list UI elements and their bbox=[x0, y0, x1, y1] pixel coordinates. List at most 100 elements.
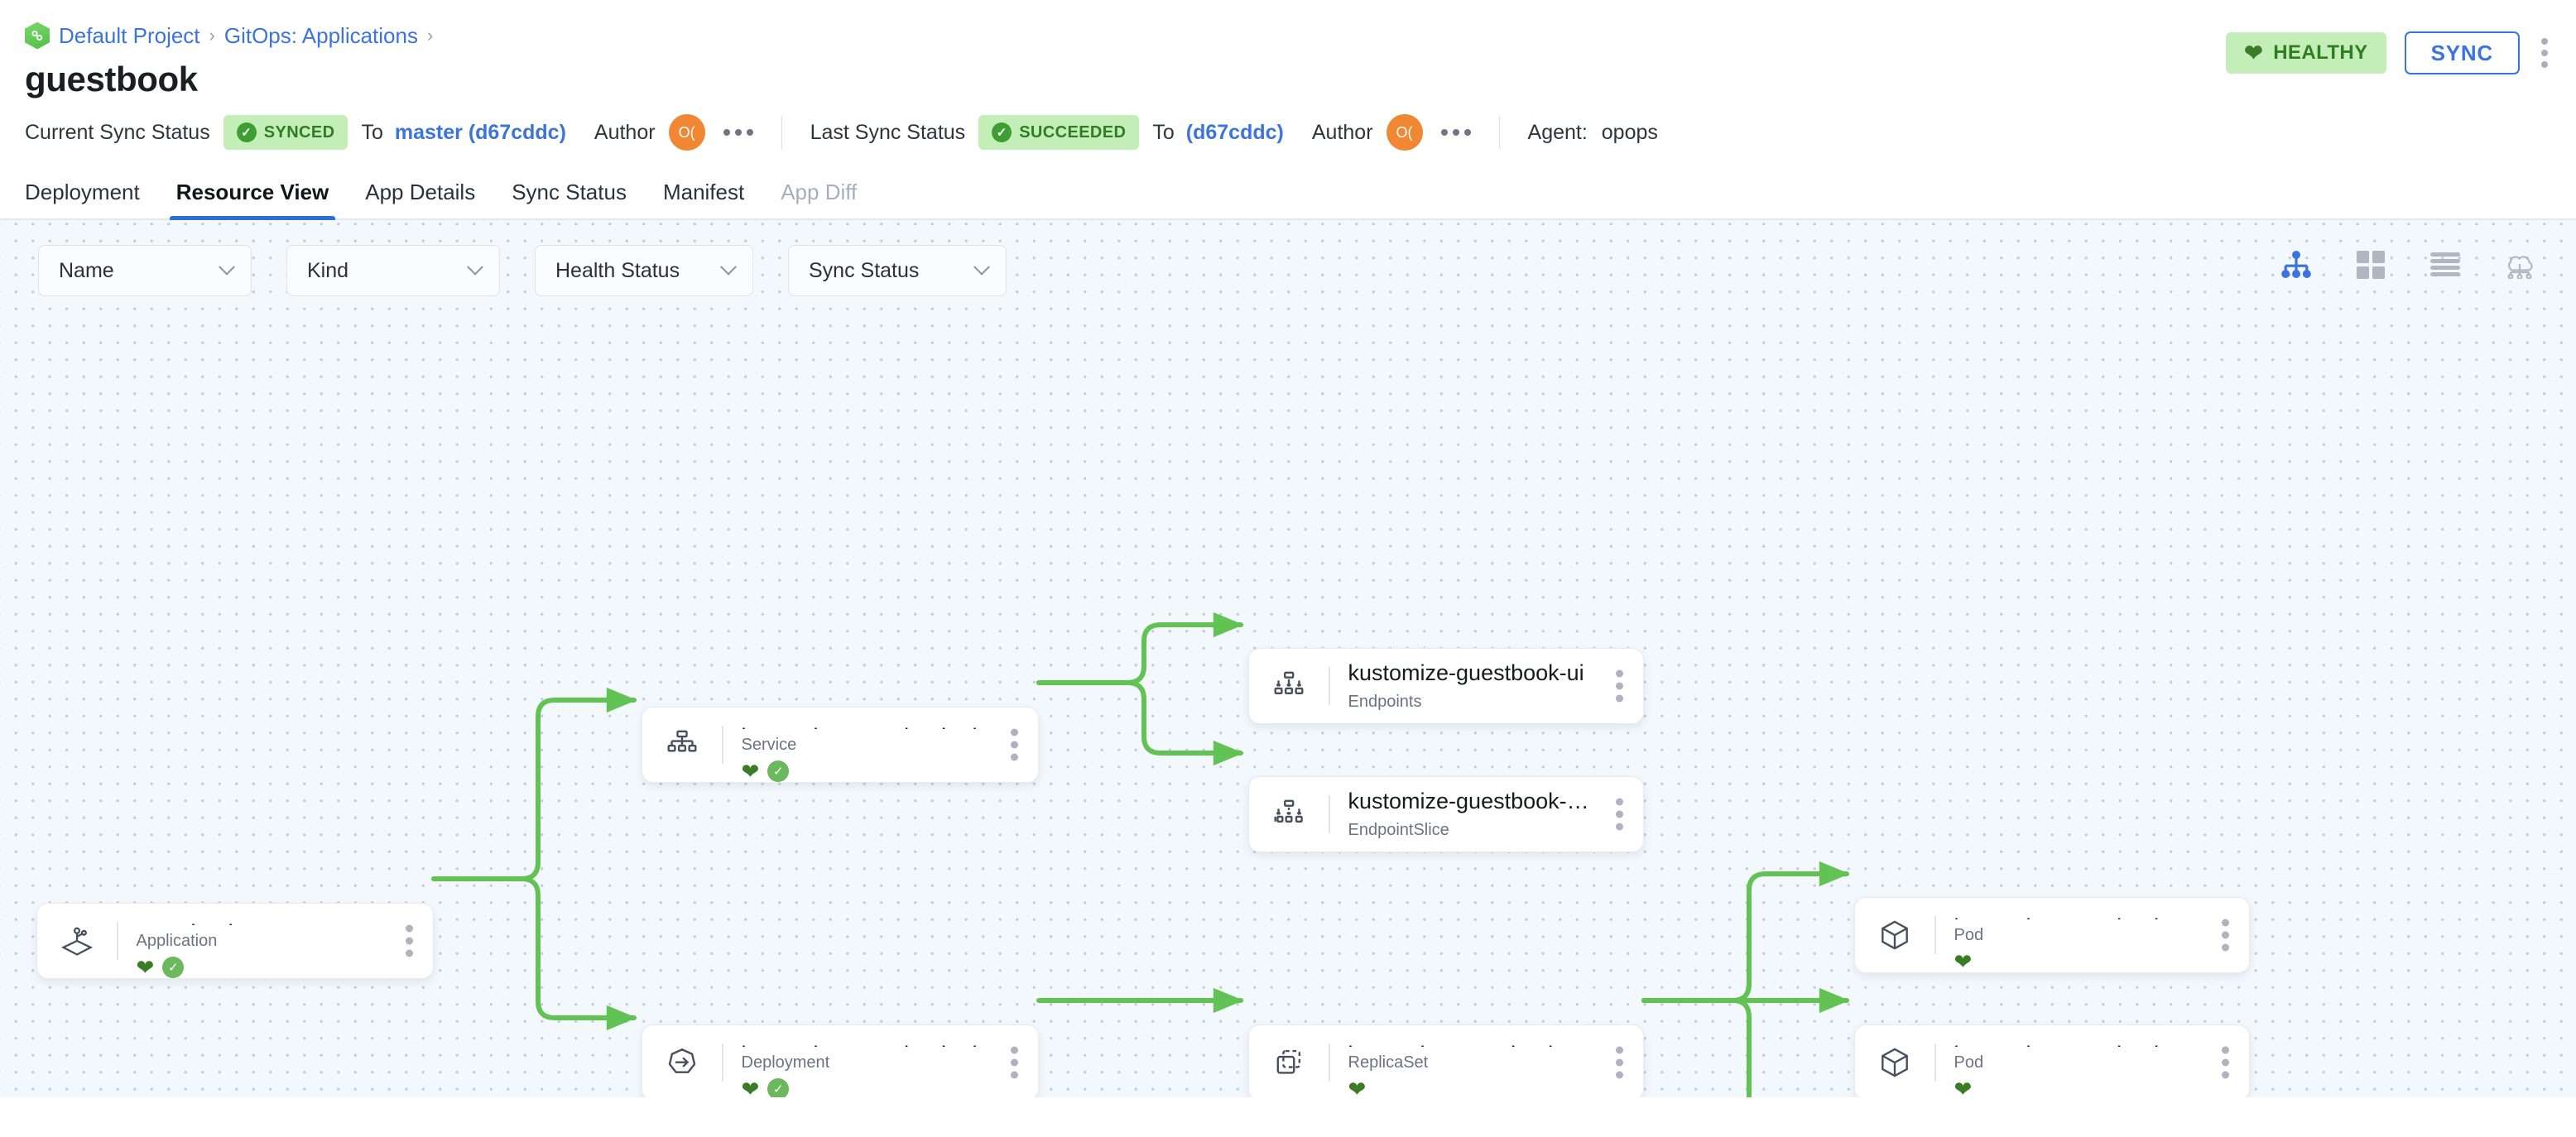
grid-view-icon[interactable] bbox=[2353, 247, 2389, 283]
last-sync-status-chip: ✓ SUCCEEDED bbox=[978, 115, 1140, 150]
heart-icon: ❤ bbox=[1348, 1077, 1367, 1097]
last-revision-link[interactable]: (d67cddc) bbox=[1185, 120, 1284, 144]
status-divider-1 bbox=[781, 116, 782, 149]
tab-deployment[interactable]: Deployment bbox=[25, 180, 140, 204]
graph-node-pod-1[interactable]: kustomize-guestbook-ui-… Pod ❤ bbox=[1854, 897, 2250, 973]
breadcrumb-item-default-project[interactable]: Default Project bbox=[59, 22, 200, 48]
node-body: kustomize-guestbook-ui-… Pod ❤ bbox=[1936, 898, 2250, 972]
service-icon bbox=[642, 708, 722, 782]
last-author-label: Author bbox=[1311, 120, 1373, 144]
breadcrumb-separator-2: › bbox=[426, 25, 434, 46]
node-divider bbox=[1329, 795, 1330, 833]
node-menu-icon[interactable] bbox=[2222, 1046, 2229, 1079]
node-divider bbox=[722, 1043, 723, 1082]
page-header: Default Project › GitOps: Applications ›… bbox=[0, 0, 2576, 99]
node-badges: ❤ bbox=[1954, 1078, 2250, 1097]
sync-check-icon: ✓ bbox=[767, 1078, 790, 1097]
graph-node-application[interactable]: guestbook Application ❤ ✓ bbox=[36, 903, 434, 979]
pod-icon bbox=[1855, 1025, 1934, 1097]
tab-sync-status[interactable]: Sync Status bbox=[512, 180, 627, 204]
node-body: kustomize-guestbook-ui-… Pod ❤ bbox=[1936, 1025, 2250, 1097]
tab-manifest[interactable]: Manifest bbox=[662, 180, 745, 204]
page-title: guestbook bbox=[25, 60, 198, 98]
chevron-down-icon bbox=[219, 258, 235, 276]
node-body: kustomize-guestbook-ui-… EndpointSlice bbox=[1330, 777, 1644, 852]
breadcrumb: Default Project › GitOps: Applications › bbox=[25, 22, 2540, 50]
node-kind: Pod bbox=[1954, 926, 1984, 944]
breadcrumb-separator: › bbox=[209, 25, 215, 46]
heart-icon: ❤ bbox=[1954, 949, 1973, 973]
graph-node-endpointslice[interactable]: kustomize-guestbook-ui-… EndpointSlice bbox=[1248, 776, 1644, 852]
header-actions: ❤ HEALTHY SYNC bbox=[2226, 31, 2551, 74]
node-menu-icon[interactable] bbox=[1616, 1046, 1623, 1079]
sync-button[interactable]: SYNC bbox=[2404, 31, 2520, 74]
current-sync-status-value: SYNCED bbox=[263, 122, 335, 142]
sync-check-icon: ✓ bbox=[162, 957, 185, 978]
node-body: kustomize-guestbook-ui Service ❤ ✓ bbox=[723, 708, 1039, 782]
node-menu-icon[interactable] bbox=[2222, 919, 2229, 952]
chevron-down-icon bbox=[467, 258, 483, 276]
endpointslice-icon bbox=[1249, 777, 1329, 852]
filter-health-status[interactable]: Health Status bbox=[535, 245, 753, 296]
app-overflow-menu-icon[interactable] bbox=[2538, 35, 2551, 71]
endpoints-icon bbox=[1249, 649, 1329, 723]
current-sync-status-chip: ✓ SYNCED bbox=[223, 115, 348, 150]
last-sync-status-label: Last Sync Status bbox=[810, 120, 966, 144]
heart-icon: ❤ bbox=[2244, 40, 2264, 65]
last-author-avatar: O( bbox=[1386, 114, 1423, 151]
tree-view-icon[interactable] bbox=[2278, 247, 2314, 283]
graph-node-replicaset[interactable]: kustomize-guestbook-ui-… ReplicaSet ❤ bbox=[1248, 1024, 1644, 1097]
current-author-label: Author bbox=[594, 120, 656, 144]
node-menu-icon[interactable] bbox=[406, 924, 413, 957]
heart-icon: ❤ bbox=[741, 759, 760, 783]
tab-app-details[interactable]: App Details bbox=[365, 180, 476, 204]
deployment-icon bbox=[642, 1025, 722, 1097]
graph-node-service[interactable]: kustomize-guestbook-ui Service ❤ ✓ bbox=[642, 707, 1039, 783]
resource-graph-canvas[interactable]: Name Kind Health Status Sync Status bbox=[0, 220, 2576, 1097]
node-divider bbox=[722, 726, 723, 764]
filter-bar: Name Kind Health Status Sync Status bbox=[38, 245, 1007, 296]
graph-node-endpoints[interactable]: kustomize-guestbook-ui Endpoints bbox=[1248, 648, 1644, 724]
node-kind: ReplicaSet bbox=[1348, 1053, 1429, 1072]
last-sync-more-icon[interactable] bbox=[1440, 129, 1471, 136]
status-bar: Current Sync Status ✓ SYNCED To master (… bbox=[0, 99, 2576, 169]
filter-sync-status[interactable]: Sync Status bbox=[788, 245, 1007, 296]
node-badges: ❤ bbox=[1954, 951, 2250, 972]
network-view-icon[interactable] bbox=[2502, 247, 2538, 283]
pod-icon bbox=[1855, 898, 1934, 972]
node-title: kustomize-guestbook-ui bbox=[742, 1042, 1039, 1047]
node-kind: Endpoints bbox=[1348, 693, 1422, 712]
filter-name[interactable]: Name bbox=[38, 245, 252, 296]
node-badges: ❤ ✓ bbox=[137, 957, 434, 978]
node-menu-icon[interactable] bbox=[1011, 728, 1018, 761]
list-view-icon[interactable] bbox=[2427, 247, 2463, 283]
node-title: kustomize-guestbook-ui-… bbox=[1954, 1042, 2250, 1047]
health-status-label: HEALTHY bbox=[2273, 41, 2368, 64]
node-divider bbox=[117, 922, 118, 960]
node-menu-icon[interactable] bbox=[1011, 1046, 1018, 1079]
heart-icon: ❤ bbox=[136, 955, 155, 979]
chevron-down-icon bbox=[720, 258, 737, 276]
node-badges: ❤ ✓ bbox=[742, 1078, 1039, 1097]
node-body: kustomize-guestbook-ui Endpoints bbox=[1330, 649, 1644, 723]
last-sync-status-value: SUCCEEDED bbox=[1019, 122, 1127, 142]
graph-node-deployment[interactable]: kustomize-guestbook-ui Deployment ❤ ✓ bbox=[642, 1024, 1039, 1097]
filter-kind-label: Kind bbox=[307, 258, 349, 282]
current-revision-link[interactable]: master (d67cddc) bbox=[394, 120, 566, 144]
node-divider bbox=[1934, 916, 1936, 954]
argo-logo-icon bbox=[25, 22, 50, 50]
node-badges: ❤ ✓ bbox=[742, 760, 1039, 782]
graph-node-pod-2[interactable]: kustomize-guestbook-ui-… Pod ❤ bbox=[1854, 1024, 2250, 1097]
node-kind: Application bbox=[136, 932, 218, 950]
breadcrumb-item-gitops-applications[interactable]: GitOps: Applications bbox=[223, 22, 418, 48]
filter-name-label: Name bbox=[59, 258, 114, 282]
health-status-badge: ❤ HEALTHY bbox=[2226, 32, 2386, 74]
current-sync-more-icon[interactable] bbox=[723, 129, 753, 136]
node-menu-icon[interactable] bbox=[1616, 669, 1623, 703]
node-divider bbox=[1934, 1043, 1936, 1082]
node-title: kustomize-guestbook-ui bbox=[742, 724, 1039, 729]
node-menu-icon[interactable] bbox=[1616, 798, 1623, 831]
heart-icon: ❤ bbox=[1954, 1077, 1973, 1097]
tab-resource-view[interactable]: Resource View bbox=[158, 180, 348, 220]
filter-kind[interactable]: Kind bbox=[286, 245, 500, 296]
